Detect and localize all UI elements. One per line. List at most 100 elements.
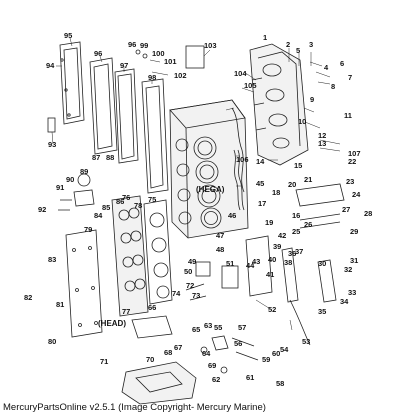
callout-50: 50 [184, 267, 192, 276]
callout-10: 10 [298, 117, 306, 126]
callout-100: 100 [152, 49, 165, 58]
callout-56: 56 [234, 339, 242, 348]
callout-labels: 1 2 3 4 5 6 7 8 9 10 11 12 13 14 15 16 1… [24, 31, 372, 388]
callout-53: 53 [302, 337, 310, 346]
callout-40: 40 [268, 255, 276, 264]
callout-3: 3 [309, 40, 313, 49]
callout-84: 84 [94, 211, 103, 220]
callout-67: 67 [174, 343, 182, 352]
callout-47: 47 [216, 231, 224, 240]
callout-95: 95 [64, 31, 72, 40]
callout-103: 103 [204, 41, 217, 50]
linkage-bracket [245, 183, 345, 346]
callout-69: 69 [208, 361, 216, 370]
callout-19: 19 [265, 218, 273, 227]
callout-32: 32 [344, 265, 352, 274]
cover-98 [141, 78, 169, 194]
callout-5: 5 [296, 46, 300, 55]
callout-12: 12 [318, 131, 326, 140]
callout-101: 101 [164, 57, 177, 66]
copyright-footer: MercuryPartsOnline v2.5.1 (Image Copyrig… [3, 402, 266, 413]
callout-44: 44 [246, 261, 255, 270]
callout-24: 24 [352, 190, 361, 199]
callout-36: 36 [288, 249, 296, 258]
callout-54: 54 [280, 345, 289, 354]
callout-39: 39 [273, 242, 281, 251]
callout-14: 14 [256, 157, 265, 166]
hega-label: (HEGA) [196, 185, 225, 194]
callout-20: 20 [288, 180, 296, 189]
callout-93: 93 [48, 140, 56, 149]
callout-61: 61 [246, 373, 254, 382]
cylinder-block [169, 99, 249, 239]
callout-26: 26 [304, 220, 312, 229]
callout-6: 6 [340, 59, 344, 68]
callout-15: 15 [294, 161, 302, 170]
cover-plate-96 [89, 57, 118, 155]
callout-102: 102 [174, 71, 187, 80]
callout-83: 83 [48, 255, 56, 264]
sensor-parts-top [135, 45, 205, 76]
callout-73: 73 [192, 291, 200, 300]
bolts-right [268, 48, 341, 161]
callout-11: 11 [344, 111, 352, 120]
callout-77: 77 [122, 307, 130, 316]
callout-17: 17 [258, 199, 266, 208]
callout-96b: 96 [128, 40, 136, 49]
callout-35: 35 [318, 307, 326, 316]
callout-33: 33 [348, 288, 356, 297]
callout-58: 58 [276, 379, 284, 388]
callout-99: 99 [140, 41, 148, 50]
callout-51: 51 [226, 259, 234, 268]
callout-46: 46 [228, 211, 236, 220]
callout-34: 34 [340, 297, 349, 306]
callout-71: 71 [100, 357, 108, 366]
callout-90: 90 [66, 175, 74, 184]
callout-2: 2 [286, 40, 290, 49]
callout-94: 94 [46, 61, 55, 70]
callout-105: 105 [244, 81, 257, 90]
thermostat-housing [58, 173, 95, 211]
callout-21: 21 [304, 175, 312, 184]
crankcase-cover [249, 43, 309, 166]
callout-22: 22 [348, 157, 356, 166]
head-gasket [143, 199, 173, 305]
callout-62: 62 [212, 375, 220, 384]
callout-97: 97 [120, 61, 128, 70]
misc-parts [185, 261, 259, 374]
callout-87: 87 [92, 153, 100, 162]
callout-78: 78 [134, 201, 142, 210]
callout-85: 85 [102, 203, 110, 212]
small-plate-93 [47, 117, 56, 133]
callout-82: 82 [24, 293, 32, 302]
head-label: (HEAD) [98, 319, 126, 328]
callout-41: 41 [266, 270, 274, 279]
callout-60: 60 [272, 349, 280, 358]
callout-86: 86 [116, 197, 124, 206]
callout-106: 106 [236, 155, 249, 164]
callout-29: 29 [350, 227, 358, 236]
leader-lines [51, 37, 293, 331]
callout-25: 25 [292, 227, 300, 236]
callout-89: 89 [80, 167, 88, 176]
callout-13: 13 [318, 139, 326, 148]
callout-91: 91 [56, 183, 64, 192]
callout-55: 55 [214, 323, 222, 332]
callout-37: 37 [295, 247, 303, 256]
callout-76: 76 [122, 193, 130, 202]
callout-63: 63 [204, 321, 212, 330]
callout-30: 30 [318, 259, 326, 268]
callout-1: 1 [263, 33, 267, 42]
callout-52: 52 [268, 305, 276, 314]
callout-70: 70 [146, 355, 154, 364]
callout-7: 7 [348, 73, 352, 82]
bottom-manifold [121, 315, 197, 405]
callout-72: 72 [186, 281, 194, 290]
callout-49: 49 [188, 257, 196, 266]
callout-38: 38 [284, 258, 292, 267]
cover-plate-79 [65, 229, 103, 338]
callout-23: 23 [346, 177, 354, 186]
callout-9: 9 [310, 95, 314, 104]
cover-gasket-95 [59, 41, 85, 125]
